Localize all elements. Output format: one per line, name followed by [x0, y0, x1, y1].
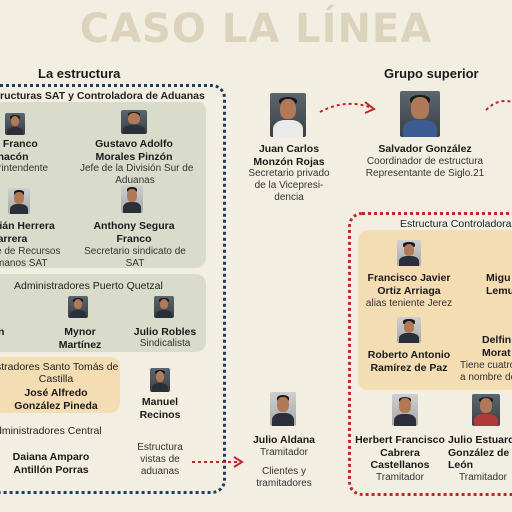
person-name: José Alfredo González Pineda — [14, 387, 98, 412]
structure-frame — [0, 84, 226, 494]
person-name: Migu Lemu — [486, 272, 512, 297]
person-photo — [397, 317, 421, 343]
person-photo — [121, 110, 147, 134]
person-role: alias teniente Jerez — [365, 298, 453, 309]
person-name: Julio Aldana — [252, 434, 316, 446]
arrow-to-julio-aldana — [192, 456, 244, 468]
controladora-frame — [348, 212, 512, 496]
person-name: Julio Estuardo González de León — [448, 434, 512, 471]
person-name: Daiana Amparo Antillón Porras — [12, 451, 90, 476]
person-photo — [154, 296, 174, 318]
controladora-label: Estructura Controladora de — [400, 218, 512, 230]
person-role: Tiene cuatro a nombre de — [460, 360, 512, 383]
person-role: Estructura vistas de aduanas — [137, 442, 183, 477]
clients-note: Clientes y tramitadores — [256, 466, 312, 489]
person-photo — [121, 185, 143, 213]
person-role: Tramitador — [260, 447, 308, 458]
person-photo — [400, 91, 440, 137]
arrow-to-salvador — [319, 101, 376, 114]
person-name: Mynor Martínez — [58, 326, 102, 351]
castilla-section-box — [0, 357, 120, 413]
person-name: Roberto Antonio Ramírez de Paz — [367, 349, 451, 374]
person-name: stián Herrera Carrera — [0, 220, 55, 245]
person-photo — [392, 394, 418, 426]
person-name: Francisco Javier Ortiz Arriaga — [367, 272, 451, 297]
person-name: Salvador González — [378, 143, 472, 155]
quetzal-section-label: Administradores Puerto Quetzal — [14, 280, 163, 292]
person-name: Juan Carlos Monzón Rojas — [253, 143, 325, 168]
person-name: n — [0, 326, 5, 338]
person-name: Delfin Morat — [482, 334, 512, 359]
controladora-box — [358, 230, 512, 390]
person-name: Julio Robles — [133, 326, 197, 338]
person-name: ar Franco Chacón — [0, 138, 38, 163]
person-name: Gustavo Adolfo Morales Pinzón — [95, 138, 173, 163]
person-role: Jefe de la División Sur de Aduanas — [80, 163, 194, 186]
person-photo — [68, 296, 88, 318]
person-role: Secretario sindicato de SAT — [84, 246, 186, 269]
person-photo — [5, 113, 25, 135]
person-photo — [8, 188, 30, 214]
person-photo — [397, 240, 421, 266]
page-title: CASO LA LÍNEA — [79, 6, 433, 52]
person-role: Tramitador — [459, 472, 507, 483]
sat-section-box — [0, 101, 206, 268]
person-photo — [472, 394, 500, 426]
person-photo — [270, 392, 296, 426]
right-heading: Grupo superior — [384, 66, 479, 81]
arrow-right-offscreen — [485, 100, 512, 111]
person-role: e de Recursos manos SAT — [0, 246, 61, 269]
person-name: Anthony Segura Franco — [93, 220, 175, 245]
castilla-section-label: stradores Santo Tomás de Castilla — [0, 361, 119, 385]
person-role: Secretario privado de la Vicepresi- denc… — [248, 168, 330, 203]
person-role: Tramitador — [376, 472, 424, 483]
person-photo — [270, 93, 306, 137]
person-photo — [150, 368, 170, 392]
person-name: Herbert Francisco Cabrera Castellanos — [355, 434, 445, 471]
person-role: Coordinador de estructura Representante … — [365, 156, 485, 179]
person-role: Sindicalista — [139, 338, 191, 349]
left-heading: La estructura — [38, 66, 121, 81]
person-role: rintendente — [0, 163, 49, 174]
sat-section-label: ructuras SAT y Controladora de Aduanas — [0, 90, 206, 102]
person-name: Manuel Recinos — [139, 396, 181, 421]
central-section-label: dministradores Central — [0, 425, 102, 437]
